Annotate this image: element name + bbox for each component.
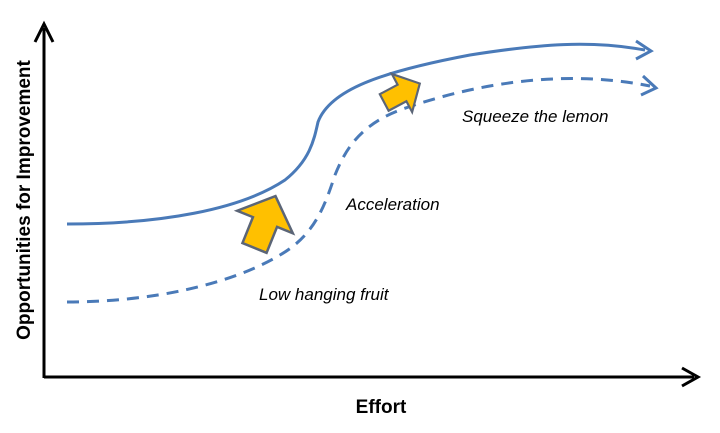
squeeze-arrow <box>378 72 422 115</box>
acceleration-arrow <box>233 194 296 255</box>
axes <box>33 20 702 388</box>
x-axis-title: Effort <box>356 397 407 418</box>
y-axis-arrowhead-icon <box>33 20 55 43</box>
upper-curve-arrowhead-icon <box>635 39 654 61</box>
x-axis-arrowhead-icon <box>681 366 702 388</box>
lower-curve-arrowhead-icon <box>640 74 659 97</box>
annotation-acceleration: Acceleration <box>345 195 440 214</box>
up-arrow-icon <box>378 72 422 115</box>
upper-curve-line <box>66 42 646 226</box>
annotation-low-hanging-fruit: Low hanging fruit <box>259 285 390 304</box>
y-axis-title: Opportunities for Improvement <box>14 59 35 339</box>
upper-curve <box>66 39 654 226</box>
annotation-squeeze-the-lemon: Squeeze the lemon <box>462 107 609 126</box>
up-arrow-icon <box>233 194 296 255</box>
lower-curve <box>66 74 659 304</box>
lower-curve-line <box>66 77 651 304</box>
